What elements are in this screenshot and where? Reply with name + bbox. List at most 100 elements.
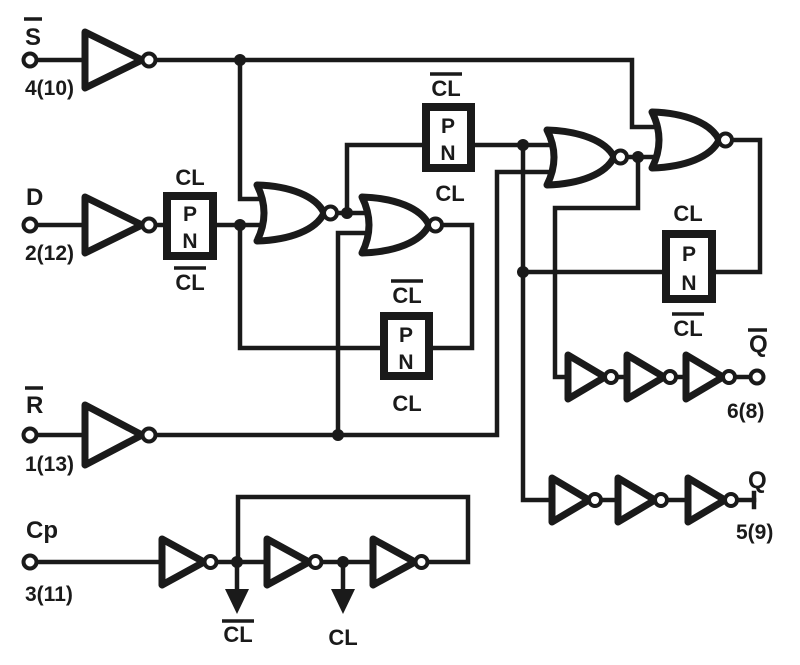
wire-set-main [153, 57, 665, 130]
q-inverter-3 [684, 474, 729, 526]
nor4-output-bubble-icon [717, 131, 734, 149]
clock-inverter-1 [158, 535, 208, 589]
junction-nor1-out [341, 207, 353, 219]
tg-slave-fb-p: P [682, 243, 696, 266]
reset-inverter-bubble-icon [140, 426, 158, 444]
qbar-inv3-bubble-icon [721, 369, 737, 385]
clock-inv2-bubble-icon [307, 554, 324, 570]
wire-nor1-to-slavetg [344, 142, 429, 216]
data-pin-number: 2(12) [25, 242, 74, 265]
pin-labels: S 4(10) D 2(12) R 1(13) Cp 3(11) Q 6(8) … [24, 17, 773, 606]
clock-inverters [158, 535, 430, 589]
clock-inverter-2 [263, 535, 313, 589]
qbar-inverter-3 [682, 351, 727, 403]
junction-data-node [234, 219, 246, 231]
junction-nor3-out [632, 151, 644, 163]
wire-reset-main [153, 169, 560, 438]
tg-master-fb-p: P [399, 324, 413, 347]
tg-master-fb-box [380, 312, 433, 380]
clbar-arrow-icon [225, 589, 249, 614]
q-buffer-chain [548, 474, 739, 526]
nor3-output-bubble-icon [612, 148, 629, 166]
q-inv1-bubble-icon [587, 492, 603, 508]
tg-slave-in-n: N [440, 142, 455, 165]
qbar-inverter-1 [564, 351, 609, 403]
data-inverter [81, 193, 146, 257]
qbar-inverter-2 [623, 351, 668, 403]
cl-arrow-icon [331, 589, 355, 614]
tg-master-fb-bottom-label: CL [392, 391, 421, 416]
qbar-inv2-bubble-icon [662, 369, 678, 385]
nor-gate-master-1 [253, 181, 328, 245]
wire-nor2-out-to-mastertg [426, 222, 475, 351]
clock-inverter-3 [369, 535, 419, 589]
reset-terminal [21, 426, 39, 444]
tg-slave-fb-bottom-label: CL [673, 316, 702, 341]
set-inverter [81, 28, 146, 92]
qbar-pin-number: 6(8) [727, 400, 764, 423]
nor-gates [253, 108, 734, 257]
q-inv2-bubble-icon [653, 492, 669, 508]
qbar-label: Q [749, 331, 768, 358]
tg-slave-fb-n: N [681, 272, 696, 295]
clock-label: Cp [26, 517, 58, 544]
tg-input-n: N [182, 230, 197, 253]
set-inverter-bubble-icon [140, 51, 158, 69]
qbar-buffer-chain [564, 351, 737, 403]
clock-tap-labels: CL CL [222, 619, 358, 650]
q-inv3-bubble-icon [723, 492, 739, 508]
q-inverter-2 [614, 474, 659, 526]
clock-pin-number: 3(11) [25, 583, 73, 606]
wire-nor4-out-to-slavefbtg [711, 137, 763, 275]
tg-master-fb-n: N [398, 351, 413, 374]
reset-inverter [81, 401, 146, 469]
transmission-gate-slave-fb: P N CL CL [662, 201, 716, 341]
tg-input-bottom-label: CL [175, 270, 204, 295]
q-pin-number: 5(9) [736, 521, 773, 544]
wire-clock-feedback [235, 494, 471, 565]
reset-label: R [26, 392, 43, 419]
tg-input-top-label: CL [175, 165, 204, 190]
wire-slave-node-vertical [520, 142, 555, 503]
tg-slave-in-top-label: CL [431, 76, 460, 101]
clock-inv3-bubble-icon [413, 554, 430, 570]
nor-gate-master-2 [358, 193, 433, 257]
clbar-tap-label: CL [223, 622, 252, 647]
transmission-gate-slave-in: P N CL CL [422, 72, 475, 206]
junction-dots [231, 54, 644, 568]
wire-set-branch-nor1 [237, 57, 270, 202]
tg-slave-in-bottom-label: CL [435, 181, 464, 206]
nor1-output-bubble-icon [322, 204, 339, 222]
transmission-gate-master-fb: P N CL CL [380, 279, 433, 416]
tg-slave-in-p: P [441, 115, 455, 138]
set-label: S [25, 24, 41, 51]
set-pin-number: 4(10) [25, 77, 74, 100]
tg-slave-fb-top-label: CL [673, 201, 702, 226]
data-label: D [26, 184, 43, 211]
wire-nor2-lower-input [335, 230, 375, 438]
junction-slave-fb [517, 266, 529, 278]
nor2-output-bubble-icon [427, 216, 444, 234]
clock-terminal [21, 553, 39, 571]
qbar-terminal [748, 368, 766, 386]
tg-master-fb-top-label: CL [392, 283, 421, 308]
data-inverter-bubble-icon [140, 216, 158, 234]
q-label: Q [748, 467, 767, 494]
clock-inv1-bubble-icon [202, 554, 219, 570]
wires [34, 57, 763, 565]
nor-gate-slave-1 [543, 126, 618, 189]
q-inverter-1 [548, 474, 593, 526]
junction-clbar-node [231, 556, 243, 568]
wire-nor3-branch-qbar [552, 154, 641, 380]
data-terminal [21, 216, 39, 234]
tg-slave-in-box [422, 103, 475, 172]
set-terminal [21, 51, 39, 69]
junction-reset-branch [332, 429, 344, 441]
tg-slave-fb-box [662, 230, 716, 303]
qbar-inv1-bubble-icon [603, 369, 619, 385]
cl-tap-label: CL [328, 625, 357, 650]
junction-slave-node [517, 139, 529, 151]
input-inverters [81, 28, 158, 469]
